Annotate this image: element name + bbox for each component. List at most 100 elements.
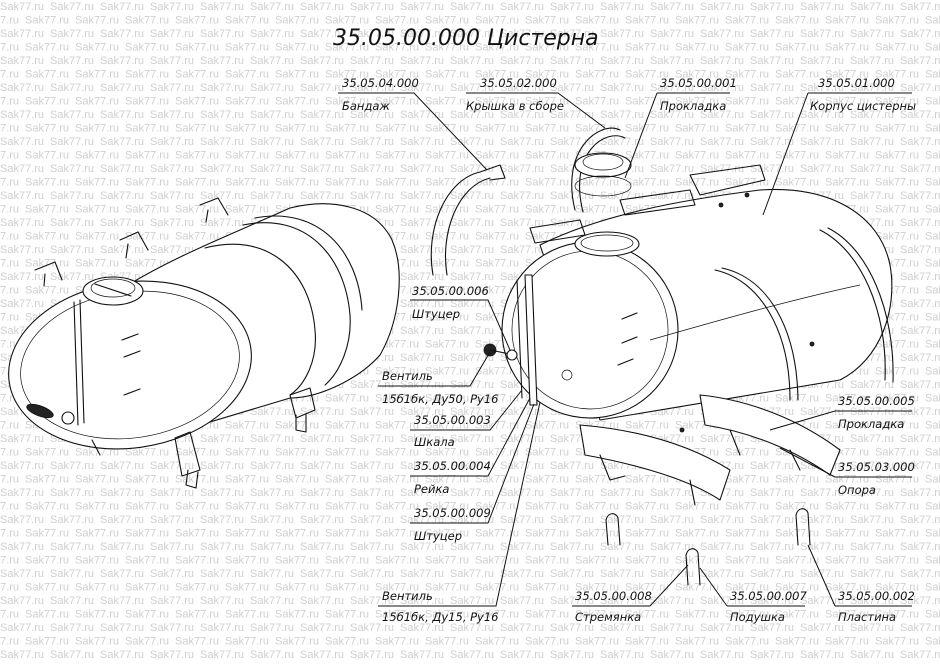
- watermark-text: Sak77.ru: [925, 447, 940, 459]
- watermark-text: Sak77.ru: [425, 96, 469, 108]
- watermark-text: Sak77.ru: [225, 96, 269, 108]
- watermark-text: Sak77.ru: [825, 393, 869, 405]
- label-support: 35.05.03.000 Опора: [779, 447, 915, 497]
- watermark-text: Sak77.ru: [350, 649, 394, 661]
- watermark-text: Sak77.ru: [750, 568, 794, 580]
- watermark-text: Sak77.ru: [500, 190, 544, 202]
- watermark-text: Sak77.ru: [475, 69, 519, 81]
- watermark-text: Sak77.ru: [0, 568, 44, 580]
- watermark-text: Sak77.ru: [350, 163, 394, 175]
- watermark-text: Sak77.ru: [125, 231, 169, 243]
- watermark-text: Sak77.ru: [325, 582, 369, 594]
- watermark-text: Sak77.ru: [600, 28, 644, 40]
- watermark-text: Sak77.ru: [875, 636, 919, 648]
- watermark-text: Sak77.ru: [875, 582, 919, 594]
- watermark-text: Sak77.ru: [325, 42, 369, 54]
- watermark-text: Sak77.ru: [775, 15, 819, 27]
- watermark-text: Sak77.ru: [175, 69, 219, 81]
- watermark-text: Sak77.ru: [325, 150, 369, 162]
- watermark-text: Sak77.ru: [900, 109, 940, 121]
- watermark-text: Sak77.ru: [0, 271, 44, 283]
- watermark-text: Sak77.ru: [75, 474, 119, 486]
- exploded-view: [430, 127, 894, 586]
- watermark-text: Sak77.ru: [525, 636, 569, 648]
- watermark-text: Sak77.ru: [425, 393, 469, 405]
- watermark-text: Sak77.ru: [25, 258, 69, 270]
- watermark-text: Sak77.ru: [900, 82, 940, 94]
- watermark-text: Sak77.ru: [375, 123, 419, 135]
- watermark-text: Sak77.ru: [450, 433, 494, 445]
- watermark-text: Sak77.ru: [900, 190, 940, 202]
- watermark-text: Sak77.ru: [0, 123, 19, 135]
- watermark-text: Sak77.ru: [450, 82, 494, 94]
- watermark-text: Sak77.ru: [775, 123, 819, 135]
- watermark-text: Sak77.ru: [850, 55, 894, 67]
- watermark-text: Sak77.ru: [350, 82, 394, 94]
- watermark-text: Sak77.ru: [300, 82, 344, 94]
- watermark-text: Sak77.ru: [250, 163, 294, 175]
- watermark-text: Sak77.ru: [700, 514, 744, 526]
- watermark-text: Sak77.ru: [150, 28, 194, 40]
- watermark-text: Sak77.ru: [400, 433, 444, 445]
- watermark-text: Sak77.ru: [175, 609, 219, 621]
- label-pad: 35.05.00.007 Подушка: [699, 567, 807, 624]
- watermark-text: Sak77.ru: [0, 298, 44, 310]
- watermark-text: Sak77.ru: [300, 190, 344, 202]
- watermark-text: Sak77.ru: [175, 96, 219, 108]
- watermark-text: Sak77.ru: [650, 82, 694, 94]
- watermark-text: Sak77.ru: [300, 433, 344, 445]
- watermark-text: Sak77.ru: [825, 150, 869, 162]
- watermark-text: Sak77.ru: [625, 15, 669, 27]
- watermark-text: Sak77.ru: [550, 136, 594, 148]
- watermark-text: Sak77.ru: [375, 69, 419, 81]
- watermark-text: Sak77.ru: [425, 609, 469, 621]
- watermark-text: Sak77.ru: [925, 231, 940, 243]
- watermark-text: Sak77.ru: [850, 190, 894, 202]
- watermark-text: Sak77.ru: [900, 406, 940, 418]
- watermark-text: Sak77.ru: [25, 231, 69, 243]
- watermark-text: Sak77.ru: [300, 568, 344, 580]
- label-body: 35.05.01.000 Корпус цистерны: [762, 76, 916, 216]
- watermark-text: Sak77.ru: [675, 15, 719, 27]
- watermark-text: Sak77.ru: [600, 595, 644, 607]
- watermark-text: Sak77.ru: [825, 42, 869, 54]
- watermark-text: Sak77.ru: [650, 136, 694, 148]
- watermark-text: Sak77.ru: [900, 460, 940, 472]
- watermark-text: Sak77.ru: [800, 622, 844, 634]
- watermark-text: Sak77.ru: [875, 420, 919, 432]
- watermark-text: Sak77.ru: [0, 487, 44, 499]
- watermark-text: Sak77.ru: [275, 528, 319, 540]
- watermark-text: Sak77.ru: [700, 568, 744, 580]
- watermark-text: Sak77.ru: [0, 204, 19, 216]
- watermark-text: Sak77.ru: [675, 69, 719, 81]
- watermark-text: Sak77.ru: [250, 649, 294, 661]
- watermark-text: Sak77.ru: [75, 609, 119, 621]
- watermark-text: Sak77.ru: [475, 231, 519, 243]
- watermark-text: Sak77.ru: [450, 136, 494, 148]
- watermark-text: Sak77.ru: [600, 190, 644, 202]
- watermark-text: Sak77.ru: [225, 474, 269, 486]
- watermark-text: Sak77.ru: [375, 42, 419, 54]
- watermark-text: Sak77.ru: [400, 244, 444, 256]
- watermark-text: Sak77.ru: [875, 204, 919, 216]
- watermark-text: Sak77.ru: [100, 568, 144, 580]
- watermark-text: Sak77.ru: [875, 339, 919, 351]
- watermark-text: Sak77.ru: [775, 636, 819, 648]
- svg-text:35.05.00.002: 35.05.00.002: [838, 589, 915, 603]
- watermark-text: Sak77.ru: [850, 622, 894, 634]
- watermark-text: Sak77.ru: [675, 501, 719, 513]
- watermark-text: Sak77.ru: [400, 568, 444, 580]
- label-bandage: 35.05.04.000 Бандаж: [338, 76, 488, 171]
- watermark-text: Sak77.ru: [925, 555, 940, 567]
- watermark-text: Sak77.ru: [925, 420, 940, 432]
- watermark-text: Sak77.ru: [850, 109, 894, 121]
- watermark-text: Sak77.ru: [850, 28, 894, 40]
- watermark-text: Sak77.ru: [425, 555, 469, 567]
- watermark-text: Sak77.ru: [900, 487, 940, 499]
- watermark-text: Sak77.ru: [550, 541, 594, 553]
- watermark-text: Sak77.ru: [50, 271, 94, 283]
- watermark-text: Sak77.ru: [350, 406, 394, 418]
- watermark-text: Sak77.ru: [875, 609, 919, 621]
- watermark-text: Sak77.ru: [350, 28, 394, 40]
- watermark-text: Sak77.ru: [25, 582, 69, 594]
